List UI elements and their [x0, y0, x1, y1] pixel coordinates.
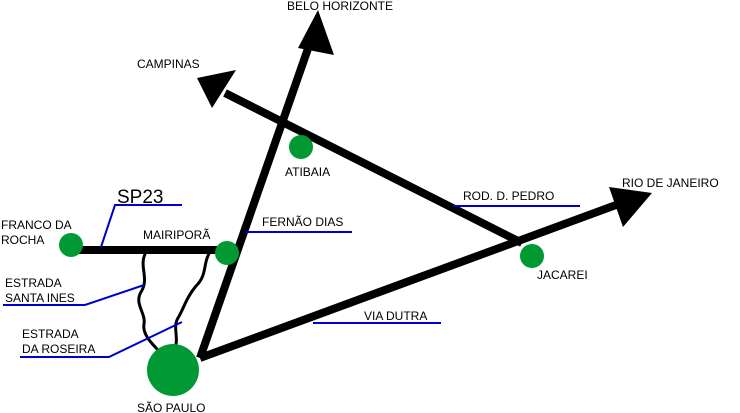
city-markers	[59, 135, 544, 396]
leader-santa-ines	[3, 284, 145, 306]
label-rio-de-janeiro: RIO DE JANEIRO	[622, 176, 719, 190]
road-via-dutra	[198, 201, 618, 362]
label-estrada-santa-ines-line1: ESTRADA	[5, 276, 62, 290]
label-belo-horizonte: BELO HORIZONTE	[287, 0, 393, 13]
labels: BELO HORIZONTE CAMPINAS RIO DE JANEIRO A…	[1, 0, 719, 413]
label-franco-da-rocha-line1: FRANCO DA	[1, 218, 72, 232]
city-marker-mairipora	[215, 241, 239, 265]
label-sao-paulo: SÃO PAULO	[137, 401, 205, 413]
label-fernao-dias: FERNÃO DIAS	[262, 215, 343, 229]
city-marker-sao-paulo	[147, 344, 199, 396]
label-estrada-santa-ines-line2: SANTA INES	[5, 291, 75, 305]
label-jacarei: JACAREI	[537, 268, 588, 282]
label-campinas: CAMPINAS	[137, 57, 200, 71]
label-mairipora: MAIRIPORÃ	[143, 228, 210, 242]
road-dom-pedro	[223, 89, 524, 247]
city-marker-atibaia	[289, 135, 313, 159]
label-franco-da-rocha-line2: ROCHA	[1, 233, 44, 247]
label-sp23: SP23	[117, 187, 163, 208]
label-rod-d-pedro: ROD. D. PEDRO	[463, 189, 554, 203]
roads-layer	[73, 38, 618, 362]
road-fernao-dias	[196, 38, 315, 360]
label-via-dutra: VIA DUTRA	[364, 309, 427, 323]
road-estrada-da-roseira	[172, 249, 213, 351]
city-marker-jacarei	[520, 244, 544, 268]
arrow-rio-de-janeiro-icon	[609, 187, 652, 227]
city-marker-franco-da-rocha	[59, 233, 83, 257]
arrow-belo-horizonte-icon	[298, 10, 334, 55]
leader-roseira	[20, 321, 183, 358]
leader-sp23	[100, 204, 182, 248]
label-atibaia: ATIBAIA	[285, 165, 330, 179]
label-estrada-da-roseira-line1: ESTRADA	[22, 327, 79, 341]
leader-lines	[3, 204, 580, 358]
label-estrada-da-roseira-line2: DA ROSEIRA	[22, 342, 95, 356]
arrow-campinas-icon	[197, 70, 236, 108]
